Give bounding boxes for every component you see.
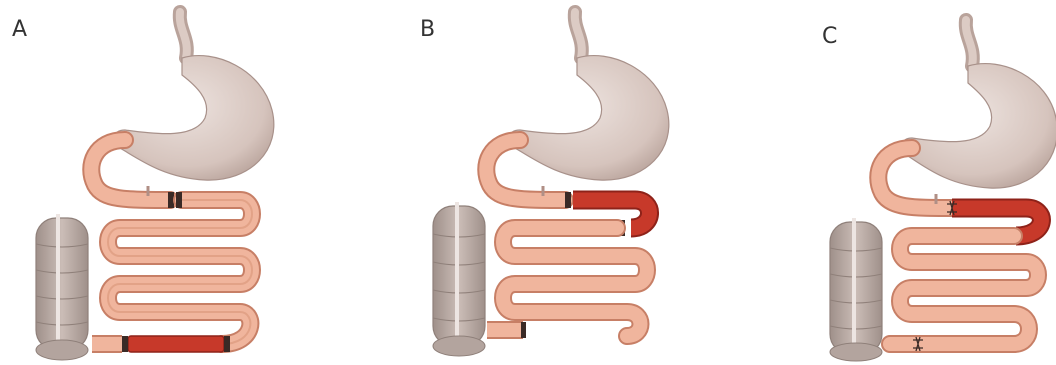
small-intestine-icon bbox=[890, 236, 1038, 344]
anatomy-illustration-a bbox=[0, 0, 352, 365]
small-intestine-icon bbox=[503, 228, 647, 336]
panel-a: A bbox=[0, 0, 352, 365]
small-intestine-icon bbox=[108, 200, 252, 344]
colon-icon bbox=[36, 214, 88, 360]
anatomy-illustration-b bbox=[395, 0, 747, 365]
anatomy-illustration-c bbox=[790, 0, 1056, 365]
stomach-icon bbox=[509, 56, 669, 180]
resected-segment-icon bbox=[128, 336, 224, 352]
stomach-icon bbox=[114, 56, 274, 180]
colon-icon bbox=[830, 218, 882, 361]
panel-b: B bbox=[395, 0, 747, 365]
colon-icon bbox=[433, 202, 485, 356]
stomach-icon bbox=[902, 64, 1056, 188]
panel-c: C bbox=[790, 0, 1056, 365]
